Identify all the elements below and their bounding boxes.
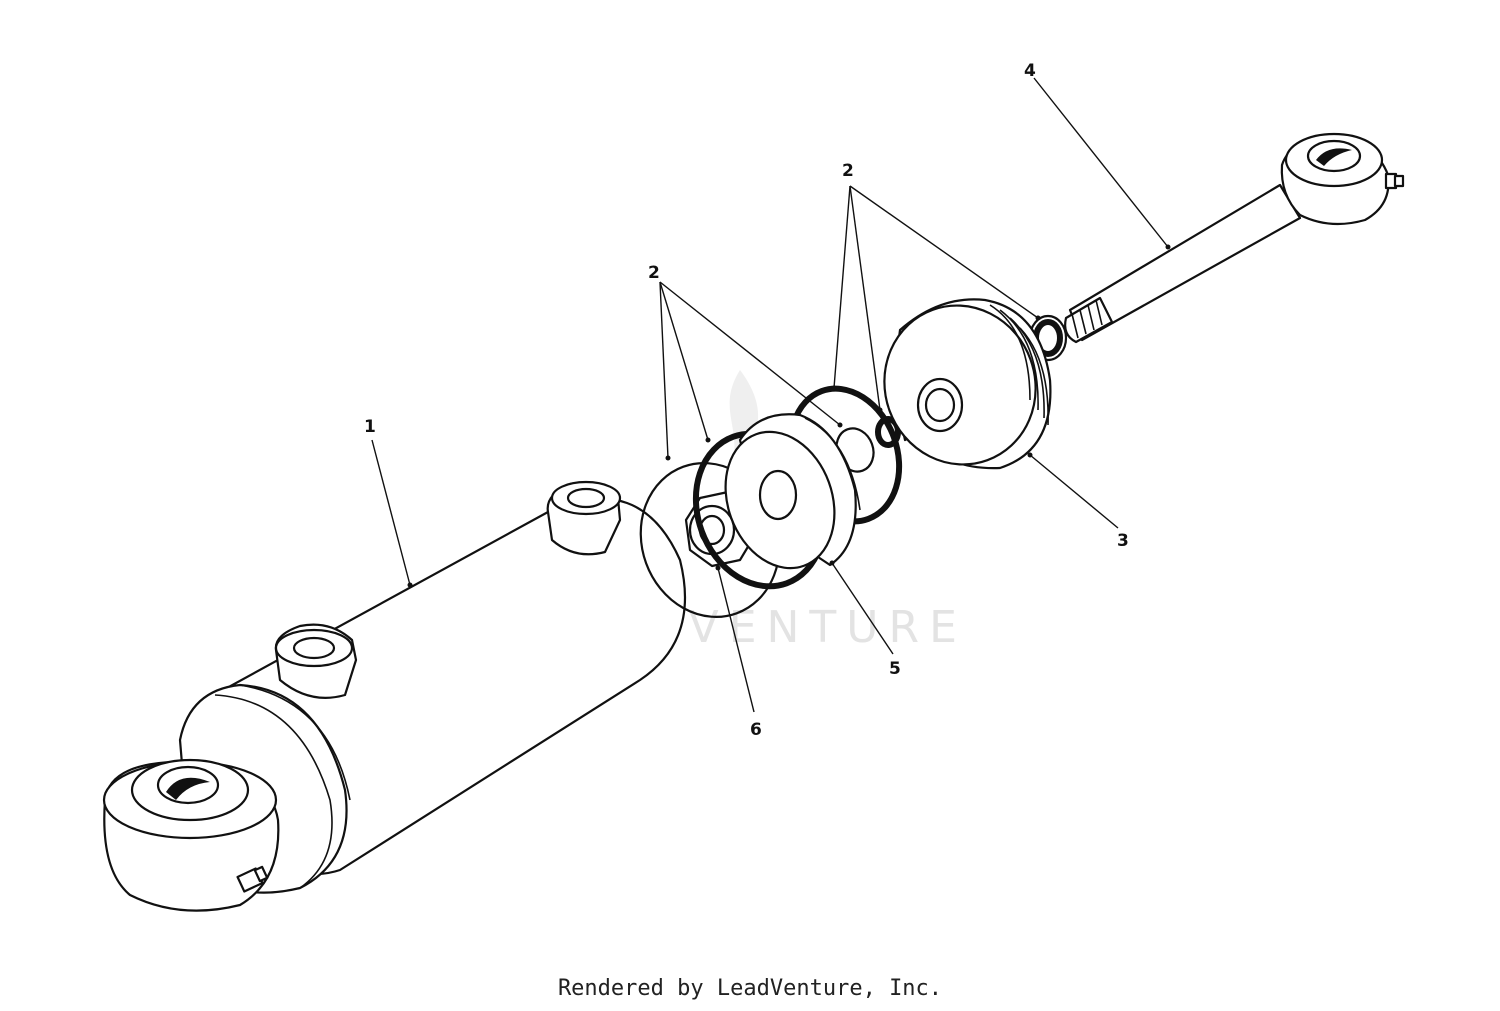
callout-labels: 1 2 2 3 4 5 6 <box>364 61 1129 740</box>
part-4-piston-rod[interactable] <box>1064 132 1405 344</box>
callout-3: 3 <box>1117 531 1129 551</box>
credit-text: Rendered by LeadVenture, Inc. <box>557 976 943 1001</box>
part-3-gland[interactable] <box>862 284 1058 486</box>
callout-1: 1 <box>364 417 376 437</box>
part-1-cylinder-barrel[interactable] <box>102 480 687 912</box>
part-6-hex-nut[interactable] <box>684 490 754 568</box>
callout-5: 5 <box>889 659 901 679</box>
leader-lines <box>371 77 1171 713</box>
callout-2-left: 2 <box>648 263 660 283</box>
callout-4: 4 <box>1024 61 1036 81</box>
callout-2-right: 2 <box>842 161 854 181</box>
part-5-piston[interactable] <box>707 413 861 583</box>
callout-6: 6 <box>750 720 762 740</box>
watermark-flame-icon <box>729 370 759 470</box>
